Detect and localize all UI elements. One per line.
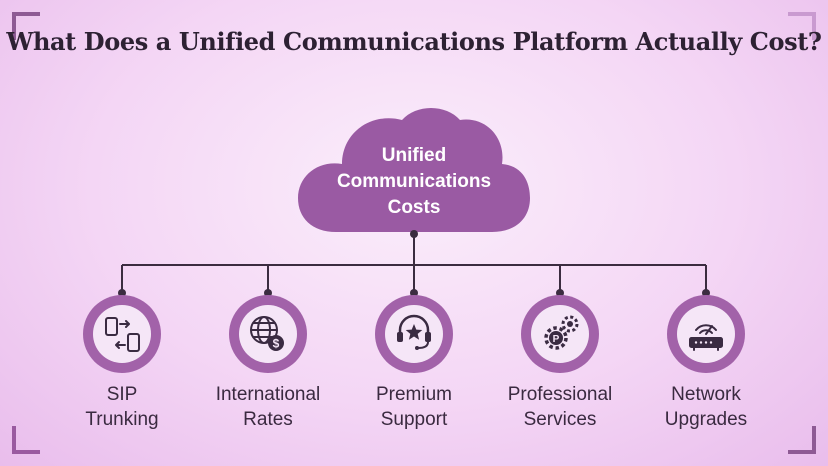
label-line: Trunking bbox=[85, 409, 159, 430]
gears-icon: P bbox=[544, 315, 579, 350]
label-line: Professional bbox=[507, 384, 613, 405]
label-line: Premium bbox=[375, 384, 452, 405]
node-premium-support bbox=[375, 295, 453, 373]
cloud-label-line-2: Communications bbox=[336, 171, 492, 192]
cloud-label: Unified Communications Costs bbox=[314, 143, 514, 221]
label-network-upgrades: Network Upgrades bbox=[631, 382, 781, 432]
label-premium-support: Premium Support bbox=[339, 382, 489, 432]
connector-dot-1 bbox=[118, 289, 126, 297]
svg-text:$: $ bbox=[273, 337, 280, 351]
node-professional-services: P bbox=[521, 295, 599, 373]
corner-accent-bottom-left bbox=[12, 426, 40, 454]
connector-dot-4 bbox=[556, 289, 564, 297]
page-title: What Does a Unified Communications Platf… bbox=[6, 27, 822, 56]
node-sip-trunking bbox=[83, 295, 161, 373]
connector-dot-2 bbox=[264, 289, 272, 297]
cloud-shape bbox=[298, 108, 530, 232]
label-line: Network bbox=[671, 384, 741, 405]
label-line: Services bbox=[523, 409, 597, 430]
connector-dot-5 bbox=[702, 289, 710, 297]
label-line: Support bbox=[380, 409, 448, 430]
cloud-label-line-1: Unified bbox=[381, 145, 447, 166]
connector-dot-center bbox=[410, 230, 418, 238]
globe-dollar-icon bbox=[250, 316, 278, 344]
dollar-badge-icon: $ bbox=[268, 335, 284, 351]
corner-accent-bottom-right bbox=[788, 426, 816, 454]
cloud-label-line-3: Costs bbox=[387, 197, 441, 218]
corner-accent-top-right bbox=[788, 12, 816, 40]
phone-transfer-icon bbox=[105, 317, 140, 352]
node-inner bbox=[93, 305, 151, 363]
connector-dots bbox=[118, 230, 710, 297]
node-inner bbox=[239, 305, 297, 363]
router-icon bbox=[689, 324, 723, 351]
label-international-rates: International Rates bbox=[193, 382, 343, 432]
node-network-upgrades bbox=[667, 295, 745, 373]
corner-accent-top-left bbox=[12, 12, 40, 40]
headset-star-icon bbox=[397, 314, 431, 350]
svg-text:P: P bbox=[553, 334, 560, 345]
label-line: Rates bbox=[243, 409, 293, 430]
label-professional-services: Professional Services bbox=[485, 382, 635, 432]
connector-lines bbox=[121, 232, 707, 293]
label-sip-trunking: SIP Trunking bbox=[47, 382, 197, 432]
node-international-rates: $ bbox=[229, 295, 307, 373]
connector-dot-3 bbox=[410, 289, 418, 297]
label-line: Upgrades bbox=[664, 409, 748, 430]
label-line: International bbox=[215, 384, 321, 405]
label-line: SIP bbox=[106, 384, 138, 405]
